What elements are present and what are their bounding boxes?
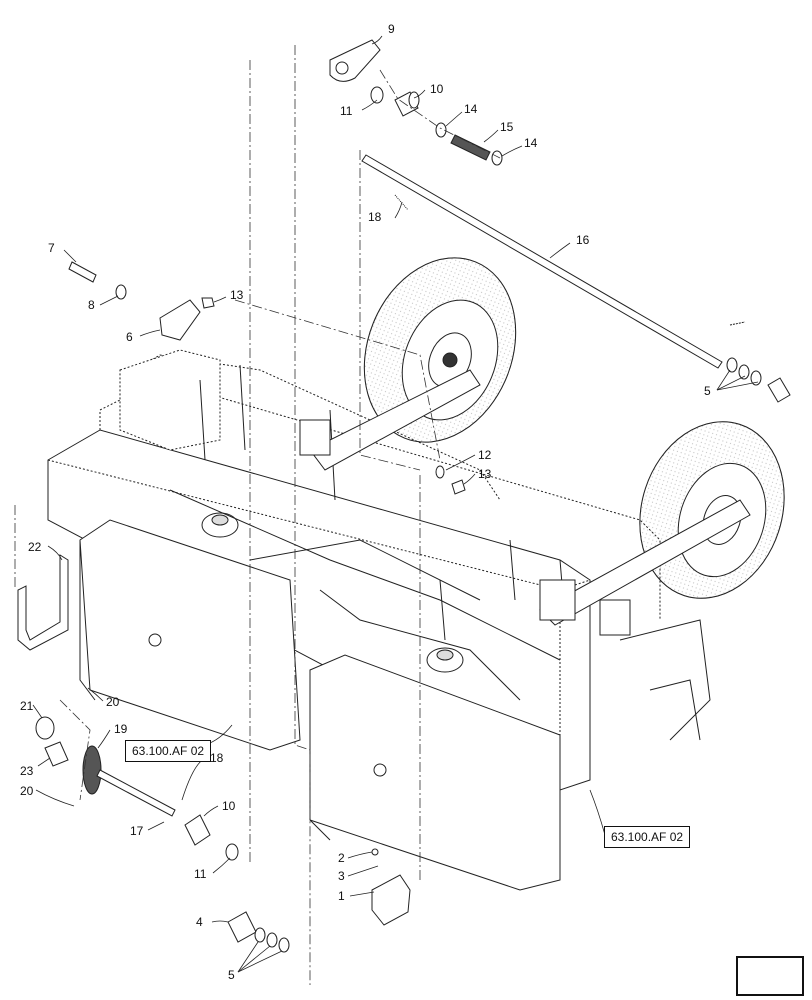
- callout-13-b: 13: [478, 467, 492, 481]
- callout-14-b: 14: [524, 136, 538, 150]
- callout-14: 14: [464, 102, 478, 116]
- callout-10-b: 10: [222, 799, 236, 813]
- callout-20-b: 20: [20, 784, 34, 798]
- front-wheel: [639, 421, 785, 599]
- callout-18: 18: [368, 210, 382, 224]
- next-page-button[interactable]: [736, 956, 804, 996]
- hardware-parts: [17, 39, 791, 953]
- mower-frame: [47, 349, 711, 891]
- callout-18-b: 18: [210, 751, 224, 765]
- callout-4: 4: [196, 915, 203, 929]
- callout-11: 11: [340, 104, 353, 118]
- callout-labels: 9 10 11 14 15 14 18 16 7 8 13 6 5 12 13 …: [20, 22, 711, 982]
- leader-lines: [32, 35, 759, 973]
- callout-10: 10: [430, 82, 444, 96]
- callout-3: 3: [338, 869, 345, 883]
- callout-5: 5: [704, 384, 711, 398]
- callout-6: 6: [126, 330, 133, 344]
- callout-13: 13: [230, 288, 244, 302]
- wheel-arms: [299, 369, 751, 636]
- callout-22: 22: [28, 540, 42, 554]
- callout-8: 8: [88, 298, 95, 312]
- callout-21: 21: [20, 699, 34, 713]
- reference-box-right[interactable]: 63.100.AF 02: [604, 826, 691, 848]
- callout-2: 2: [338, 851, 345, 865]
- rod-16: [361, 154, 723, 369]
- reference-box-left[interactable]: 63.100.AF 02: [125, 740, 212, 762]
- callout-23: 23: [20, 764, 34, 778]
- rear-wheel: [363, 257, 517, 443]
- callout-1: 1: [338, 889, 345, 903]
- callout-12: 12: [478, 448, 492, 462]
- callout-20: 20: [106, 695, 120, 709]
- centerlines: [14, 45, 501, 985]
- callout-5-b: 5: [228, 968, 235, 982]
- callout-15: 15: [500, 120, 514, 134]
- callout-9: 9: [388, 22, 395, 36]
- callout-16: 16: [576, 233, 590, 247]
- callout-11-b: 11: [194, 867, 207, 881]
- callout-17: 17: [130, 824, 144, 838]
- cotter-pin: [729, 321, 746, 326]
- callout-19: 19: [114, 722, 128, 736]
- callout-7: 7: [48, 241, 55, 255]
